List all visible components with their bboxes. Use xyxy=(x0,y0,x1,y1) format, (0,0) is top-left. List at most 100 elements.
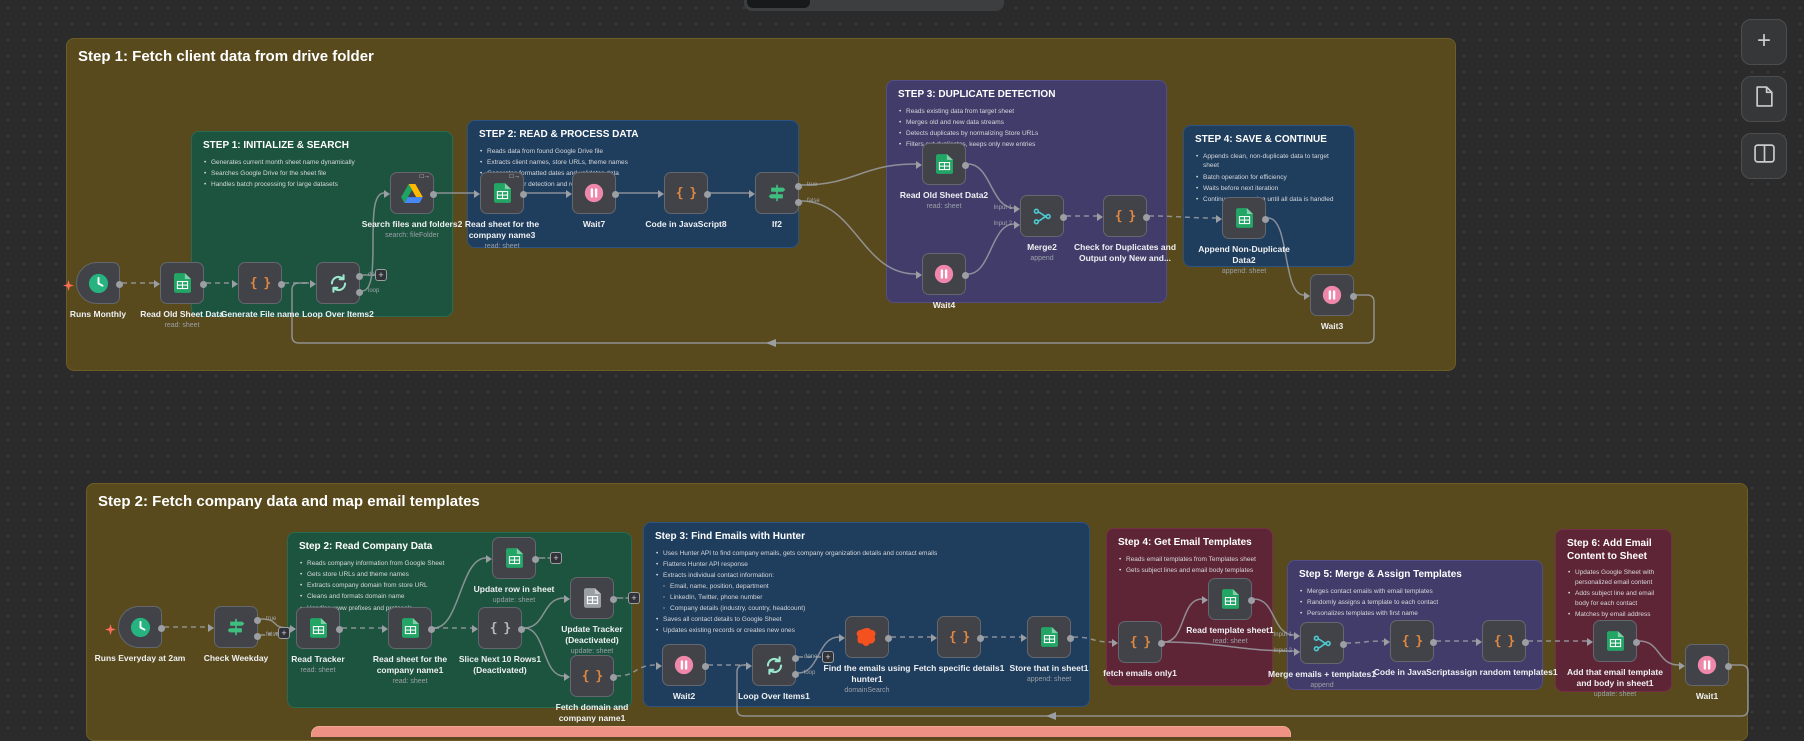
output-port[interactable] xyxy=(520,190,527,198)
sticky-note-add-email-content[interactable]: Step 6: Add Email Content to SheetUpdate… xyxy=(1555,529,1672,692)
output-port[interactable] xyxy=(356,272,363,280)
split-panel-button[interactable] xyxy=(1741,133,1787,179)
output-port[interactable] xyxy=(704,190,711,198)
output-port[interactable] xyxy=(200,280,207,288)
input-port[interactable] xyxy=(290,625,296,633)
node-runs-monthly[interactable]: Runs Monthly xyxy=(63,262,126,319)
tab-editor[interactable]: Editor xyxy=(747,0,810,8)
input-port[interactable] xyxy=(1097,213,1103,221)
input-port[interactable] xyxy=(1384,638,1390,646)
add-node-endpoint[interactable]: + xyxy=(278,627,290,639)
input-port[interactable] xyxy=(1021,634,1027,642)
output-port[interactable] xyxy=(336,625,343,633)
output-port[interactable] xyxy=(1340,640,1347,648)
node-wait1[interactable]: Wait1 xyxy=(1679,644,1732,701)
output-port[interactable] xyxy=(254,616,261,624)
node-wait7[interactable]: Wait7 xyxy=(566,172,619,229)
input-port[interactable] xyxy=(564,595,570,603)
output-port[interactable] xyxy=(1522,638,1529,646)
output-port[interactable] xyxy=(610,595,617,603)
input-port[interactable] xyxy=(1294,632,1300,640)
input-port[interactable] xyxy=(916,161,922,169)
output-port[interactable] xyxy=(795,198,802,206)
output-port[interactable] xyxy=(792,670,799,678)
output-port[interactable] xyxy=(977,634,984,642)
node-fetch-emails-only1[interactable]: { }fetch emails only1 xyxy=(1103,621,1177,678)
add-node-button[interactable]: + xyxy=(1741,19,1787,65)
node-fetch-domain[interactable]: { }Fetch domain and company name1 xyxy=(556,655,628,723)
output-port[interactable] xyxy=(158,624,165,632)
output-port[interactable] xyxy=(428,625,435,633)
add-sticky-button[interactable] xyxy=(1741,76,1787,122)
output-port[interactable] xyxy=(1248,596,1255,604)
output-port[interactable] xyxy=(278,280,285,288)
node-wait2[interactable]: Wait2 xyxy=(656,644,709,701)
output-port[interactable] xyxy=(1143,213,1150,221)
node-fetch-specific[interactable]: { }Fetch specific details1 xyxy=(914,616,1004,673)
input-port[interactable] xyxy=(564,673,570,681)
node-generate-file-name[interactable]: { }Generate File name xyxy=(221,262,299,319)
input-port[interactable] xyxy=(472,625,478,633)
input-port[interactable] xyxy=(1304,292,1310,300)
input-port[interactable] xyxy=(1216,215,1222,223)
node-code-js8[interactable]: { }Code in JavaScript8 xyxy=(645,172,727,229)
input-port[interactable] xyxy=(656,662,662,670)
output-port[interactable] xyxy=(1430,638,1437,646)
node-check-duplicates[interactable]: { }Check for Duplicates and Output only … xyxy=(1074,195,1176,263)
output-port[interactable] xyxy=(612,190,619,198)
output-port[interactable] xyxy=(610,673,617,681)
input-port[interactable] xyxy=(658,190,664,198)
input-port[interactable] xyxy=(1587,638,1593,646)
node-code-in-js[interactable]: { }Code in JavaScript xyxy=(1374,620,1450,677)
sticky-note-find-emails-hunter[interactable]: Step 3: Find Emails with HunterUses Hunt… xyxy=(643,522,1090,707)
node-slice-next-10[interactable]: { }Slice Next 10 Rows1 (Deactivated) xyxy=(459,607,541,675)
sticky-note-save-continue[interactable]: STEP 4: SAVE & CONTINUEAppends clean, no… xyxy=(1183,125,1355,267)
input-port[interactable] xyxy=(1014,205,1020,213)
output-port[interactable] xyxy=(532,555,539,563)
input-port[interactable] xyxy=(749,190,755,198)
output-port[interactable] xyxy=(518,625,525,633)
add-node-endpoint[interactable]: + xyxy=(822,651,834,663)
output-port[interactable] xyxy=(1262,215,1269,223)
input-port[interactable] xyxy=(1679,662,1685,670)
output-port[interactable] xyxy=(795,182,802,190)
input-port[interactable] xyxy=(384,190,390,198)
output-port[interactable] xyxy=(1067,634,1074,642)
input-port[interactable] xyxy=(746,662,752,670)
input-port[interactable] xyxy=(566,190,572,198)
output-port[interactable] xyxy=(1350,292,1357,300)
node-assign-random[interactable]: { }assign random templates1 xyxy=(1450,620,1558,677)
input-port[interactable] xyxy=(1294,648,1300,656)
input-port[interactable] xyxy=(382,625,388,633)
node-runs-everyday[interactable]: Runs Everyday at 2am xyxy=(95,606,185,663)
input-port[interactable] xyxy=(931,634,937,642)
add-node-endpoint[interactable]: + xyxy=(375,269,387,281)
input-port[interactable] xyxy=(208,624,214,632)
input-port[interactable] xyxy=(916,271,922,279)
add-node-endpoint[interactable]: + xyxy=(550,552,562,564)
output-port[interactable] xyxy=(962,271,969,279)
output-port[interactable] xyxy=(1158,639,1165,647)
input-port[interactable] xyxy=(310,280,316,288)
tab-evaluations[interactable]: Evaluations xyxy=(906,0,1001,8)
input-port[interactable] xyxy=(232,280,238,288)
input-port[interactable] xyxy=(1202,596,1208,604)
input-port[interactable] xyxy=(486,555,492,563)
output-port[interactable] xyxy=(792,654,799,662)
input-port[interactable] xyxy=(474,190,480,198)
